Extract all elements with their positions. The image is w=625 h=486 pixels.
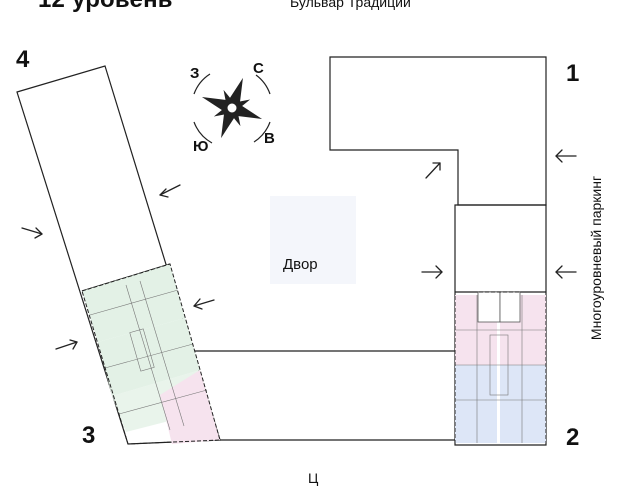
parking-label: Многоуровневый паркинг xyxy=(588,175,604,341)
arrow-icon xyxy=(555,149,577,163)
street-label-top: Бульвар Традиций xyxy=(290,0,411,10)
compass-west-label: З xyxy=(190,65,200,82)
street-label-bottom: Ц xyxy=(308,470,319,486)
section-3-label: 3 xyxy=(82,422,96,449)
arrow-icon xyxy=(21,227,43,239)
compass-rose-icon xyxy=(193,73,271,144)
section-1-label: 1 xyxy=(566,60,580,87)
compass-south-label: Ю xyxy=(193,138,209,155)
arrow-icon xyxy=(425,162,441,179)
yard-label: Двор xyxy=(283,256,318,273)
level-title: 12 уровень xyxy=(38,0,173,14)
compass-north-label: С xyxy=(253,60,264,77)
compass-east-label: В xyxy=(264,130,275,147)
entry-arrows xyxy=(21,149,577,350)
arrow-icon xyxy=(193,298,215,310)
arrow-icon xyxy=(55,339,78,350)
arrow-icon xyxy=(555,265,577,279)
section-2-apartments xyxy=(454,291,547,446)
section-3-apartments xyxy=(81,263,221,445)
section-2-label: 2 xyxy=(566,424,580,451)
arrow-icon xyxy=(159,184,181,198)
courtyard-area xyxy=(270,196,356,284)
section-4-label: 4 xyxy=(16,46,30,73)
section-1-outline xyxy=(329,56,547,206)
arrow-icon xyxy=(421,265,443,279)
